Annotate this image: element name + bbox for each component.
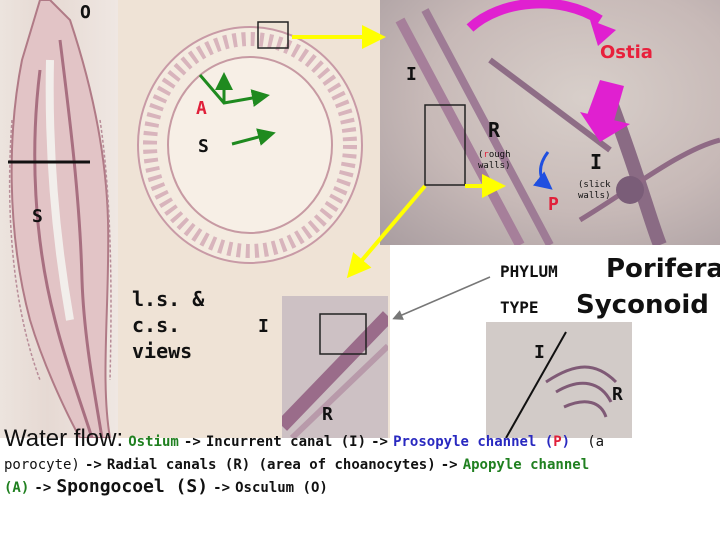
green-arrow — [198, 74, 270, 107]
water-flow-caption: Water flow: Ostium -> Incurrent canal (I… — [4, 425, 718, 499]
caption-arrow-6: -> — [213, 480, 231, 496]
caption-spongocoel: Spongocoel (S) — [56, 476, 209, 497]
caption-arrow-4: -> — [440, 457, 458, 473]
caption-prosopyle: Prosopyle channel (P) — [393, 434, 571, 450]
label-views: l.s. &c.s.views — [132, 287, 205, 363]
label-i-right: I — [590, 150, 603, 174]
magenta-arrow-curved — [466, 0, 603, 32]
caption-water-flow: Water flow: — [4, 425, 124, 452]
caption-apopyle-a: (A) — [4, 480, 30, 496]
caption-arrow-1: -> — [183, 434, 201, 450]
yellow-arrow-to-bottom — [346, 184, 427, 279]
magnified-bottom-left-photo — [282, 296, 388, 438]
label-p: P — [548, 194, 559, 215]
caption-arrow-3: -> — [84, 457, 102, 473]
magnified-top-photo — [380, 0, 720, 245]
caption-osculum: Osculum (O) — [235, 480, 328, 496]
magenta-arrow-head — [590, 20, 616, 46]
label-s-mid: S — [198, 136, 209, 157]
longitudinal-section-photo — [0, 0, 118, 438]
magenta-arrow-down-head — [580, 112, 630, 142]
label-s-left: S — [32, 206, 43, 227]
caption-porocyte: porocyte) — [4, 457, 80, 473]
label-i-bottom-mid: I — [258, 316, 269, 337]
label-r-mid: R — [488, 118, 501, 142]
label-i-bottom-right: I — [534, 342, 545, 363]
magnified-bottom-left-drawing — [282, 311, 388, 438]
label-r-bottom-right: R — [612, 384, 623, 405]
caption-arrow-5: -> — [34, 480, 52, 496]
longitudinal-section-drawing — [8, 0, 112, 438]
label-syconoid: Syconoid — [576, 290, 709, 320]
cross-section-drawing — [137, 21, 363, 264]
label-i-top: I — [406, 64, 417, 85]
label-r-bottom-mid: R — [322, 404, 333, 425]
magnified-bottom-right-photo — [486, 322, 632, 438]
caption-a-paren: (a — [587, 434, 605, 450]
green-arrow-s — [231, 128, 276, 146]
label-phylum: PHYLUM — [500, 262, 558, 281]
label-porifera: Porifera — [606, 254, 720, 284]
label-type: TYPE — [500, 298, 539, 317]
label-a: A — [196, 98, 207, 119]
caption-radial: Radial canals (R) (area of choanocytes) — [106, 457, 436, 473]
caption-arrow-2: -> — [371, 434, 388, 450]
blue-arrow — [533, 151, 553, 190]
caption-apopyle: Apopyle channel — [462, 457, 590, 473]
label-ostia: Ostia — [600, 42, 653, 63]
label-o-top: O — [80, 2, 91, 23]
caption-ostium: Ostium — [128, 434, 179, 450]
gray-arrow — [392, 276, 491, 320]
caption-incurrent: Incurrent canal (I) — [205, 434, 367, 450]
magnified-bottom-right-drawing — [505, 331, 618, 438]
